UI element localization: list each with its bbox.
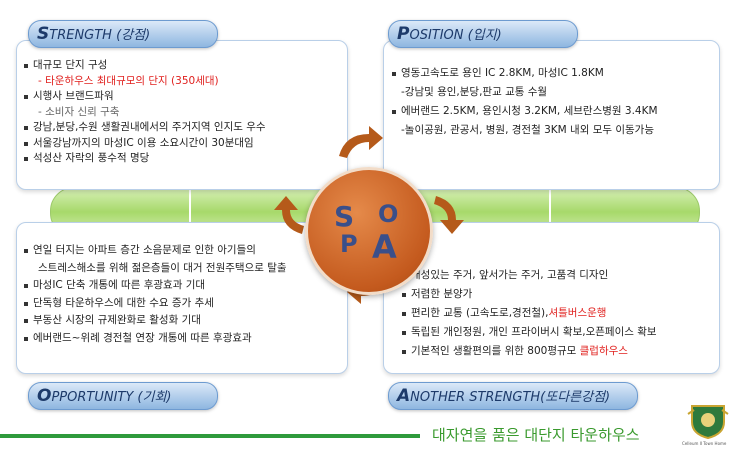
list-item: 에버랜드 2.5KM, 용인시청 3.2KM, 세브란스병원 3.4KM xyxy=(392,102,658,121)
opportunity-list: 연일 터지는 아파트 층간 소음문제로 인한 아기들의 스트레스해소를 위해 젊… xyxy=(24,242,287,347)
another-strength-title: ANOTHER STRENGTH(또다른강점) xyxy=(388,382,638,410)
list-item: 단독형 타운하우스에 대한 수요 증가 추세 xyxy=(24,295,287,313)
arrow-icon xyxy=(274,196,304,234)
list-item: 기본적인 생활편의를 위한 800평규모 클럽하우스 xyxy=(402,342,657,361)
list-item: 시행사 브랜드파워 xyxy=(24,89,266,105)
list-item: - 소비자 신뢰 구축 xyxy=(38,105,120,118)
another-strength-list: 개성있는 주거, 앞서가는 주거, 고품격 디자인 저렴한 분양가 편리한 교통… xyxy=(402,266,657,361)
list-item: 스트레스해소를 위해 젊은층들이 대거 전원주택으로 탈출 xyxy=(38,261,287,274)
footer-slogan: 대자연을 품은 대단지 타운하우스 xyxy=(432,426,640,444)
list-item: 연일 터지는 아파트 층간 소음문제로 인한 아기들의 xyxy=(24,242,287,260)
list-item: 편리한 교통 (고속도로,경전철),셔틀버스운행 xyxy=(402,304,657,323)
emblem-text: Celleum II Town Home xyxy=(682,441,727,446)
list-item: 영동고속도로 용인 IC 2.8KM, 마성IC 1.8KM xyxy=(392,64,658,83)
position-box xyxy=(383,40,720,190)
strength-title: STRENGTH (강점) xyxy=(28,20,218,48)
list-item: 서울강남까지의 마성IC 이용 소요시간이 30분대임 xyxy=(24,136,266,152)
list-item: 독립된 개인정원, 개인 프라이버시 확보,오픈페이스 확보 xyxy=(402,323,657,342)
opportunity-box xyxy=(16,222,348,374)
opportunity-title: OPPORTUNITY (기회) xyxy=(28,382,218,410)
arrow-icon xyxy=(339,126,383,158)
list-item: 대규모 단지 구성 xyxy=(24,58,266,74)
list-item: 저렴한 분양가 xyxy=(402,285,657,304)
arrow-icon xyxy=(434,196,464,234)
circle-letter: P xyxy=(340,230,358,258)
emblem-icon xyxy=(687,405,729,440)
list-item: 마성IC 단축 개통에 따른 후광효과 기대 xyxy=(24,277,287,295)
circle-letter: O xyxy=(378,200,399,228)
another-strength-box xyxy=(383,222,720,374)
position-title: POSITION (입지) xyxy=(388,20,578,48)
position-list: 영동고속도로 용인 IC 2.8KM, 마성IC 1.8KM -강남및 용인,분… xyxy=(392,64,658,140)
circle-letter: S xyxy=(334,200,355,233)
list-item: - 타운하우스 최대규모의 단지 (350세대) xyxy=(38,74,219,87)
band-divider xyxy=(549,188,551,236)
list-item: 석성산 자락의 풍수적 명당 xyxy=(24,151,266,167)
list-item: 강남,분당,수원 생활권내에서의 주거지역 인지도 우수 xyxy=(24,120,266,136)
list-item: 에버랜드~위례 경전철 연장 개통에 따른 후광효과 xyxy=(24,330,287,348)
circle-letter: A xyxy=(372,228,397,266)
strength-list: 대규모 단지 구성 - 타운하우스 최대규모의 단지 (350세대) 시행사 브… xyxy=(24,58,266,167)
list-item: 개성있는 주거, 앞서가는 주거, 고품격 디자인 xyxy=(402,266,657,285)
list-item: -강남및 용인,분당,판교 교통 수월 xyxy=(401,86,548,98)
strength-box xyxy=(16,40,348,190)
list-item: 부동산 시장의 규제완화로 활성화 기대 xyxy=(24,312,287,330)
footer-line xyxy=(0,434,420,438)
spoa-circle: S P O A xyxy=(305,167,433,295)
band-divider xyxy=(189,188,191,236)
list-item: -놀이공원, 관공서, 병원, 경전철 3KM 내외 모두 이동가능 xyxy=(401,124,654,136)
